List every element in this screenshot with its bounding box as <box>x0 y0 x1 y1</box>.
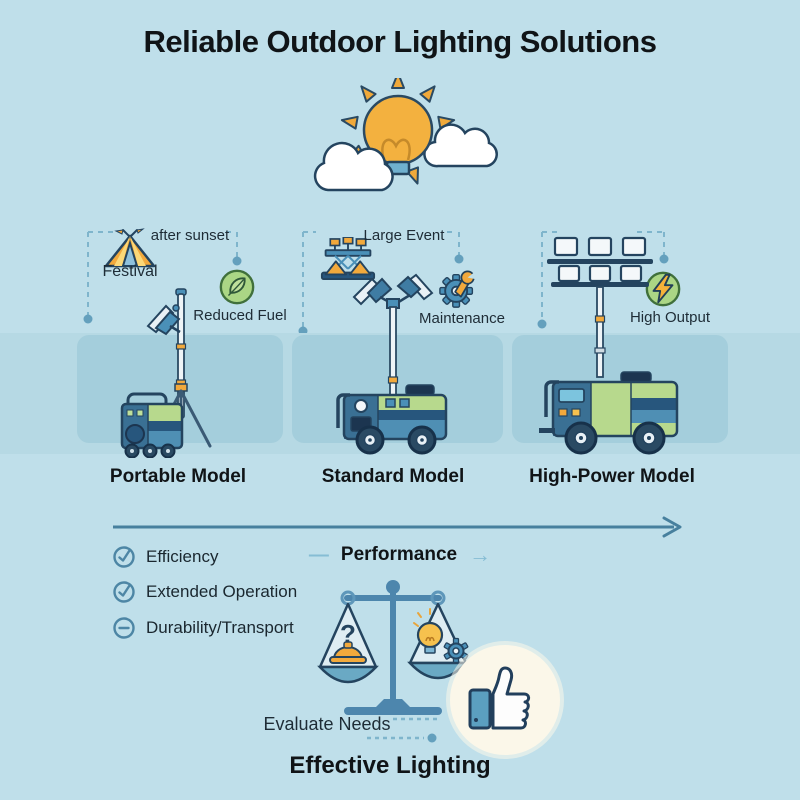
question-mark: ? <box>340 619 356 649</box>
sun-lightbulb-clouds-icon <box>313 78 498 192</box>
page-title: Reliable Outdoor Lighting Solutions <box>143 24 657 59</box>
benefit-label-high-output: High Output <box>629 309 711 326</box>
model-label-standard: Standard Model <box>321 466 465 487</box>
trailer-wheels <box>355 425 437 455</box>
checklist-label: Efficiency <box>146 547 219 566</box>
benefit-label-maintenance: Maintenance <box>419 310 505 327</box>
tripod-light-small-generator-icon <box>120 288 212 458</box>
use-case-label-festival: Festival <box>102 263 158 280</box>
checklist-label: Extended Operation <box>146 582 298 601</box>
thumb-cuff <box>468 688 492 730</box>
lightning-icon <box>645 271 681 307</box>
checklist-item-durability-transport: Durability/Transport <box>112 616 294 640</box>
performance-axis-arrow <box>113 516 682 538</box>
evaluate-dashes <box>367 717 438 743</box>
model-label-high-power: High-Power Model <box>529 466 695 487</box>
checklist-label: Durability/Transport <box>146 618 294 637</box>
gear-wrench-icon <box>439 270 478 308</box>
axis-dash: — <box>308 543 329 566</box>
check-circle-icon <box>113 546 135 568</box>
minus-circle-icon <box>113 617 135 639</box>
performance-axis-label-row: — Performance → <box>309 542 491 568</box>
checklist-item-extended-operation: Extended Operation <box>112 580 297 604</box>
evaluate-needs-label: Evaluate Needs <box>263 714 391 734</box>
tower-wheels <box>564 421 666 455</box>
idea-bulb-icon <box>416 621 444 649</box>
timing-label-after-sunset: after sunset <box>150 227 230 244</box>
bulb-filament <box>381 138 411 161</box>
check-circle-icon <box>113 581 135 603</box>
axis-arrow-glyph: → <box>469 542 492 567</box>
leaf-icon <box>219 269 255 305</box>
tent-icon <box>104 228 156 268</box>
stage-truss-icon <box>320 237 376 281</box>
balance-scale-icon: ? <box>317 580 469 715</box>
six-head-light-tower-generator-icon <box>539 236 679 455</box>
checklist-item-efficiency: Efficiency <box>112 545 218 569</box>
thumb-hand <box>491 666 531 730</box>
bulb-rays <box>413 608 431 627</box>
thumbs-up-icon <box>446 641 564 759</box>
cloud-left-icon <box>313 141 394 192</box>
use-case-label-large-event: Large Event <box>363 227 445 244</box>
dashed-connectors <box>83 231 669 336</box>
flood-light-head <box>146 304 175 334</box>
axis-label: Performance <box>340 544 458 565</box>
connector-dots <box>83 254 669 336</box>
benefit-label-reduced-fuel: Reduced Fuel <box>193 307 287 324</box>
tower-lights <box>553 236 647 283</box>
cloud-right-icon <box>423 123 498 168</box>
effective-lighting-label: Effective Lighting <box>289 752 491 779</box>
dual-head-mast-generator-icon <box>336 273 448 455</box>
model-label-portable: Portable Model <box>109 466 247 487</box>
